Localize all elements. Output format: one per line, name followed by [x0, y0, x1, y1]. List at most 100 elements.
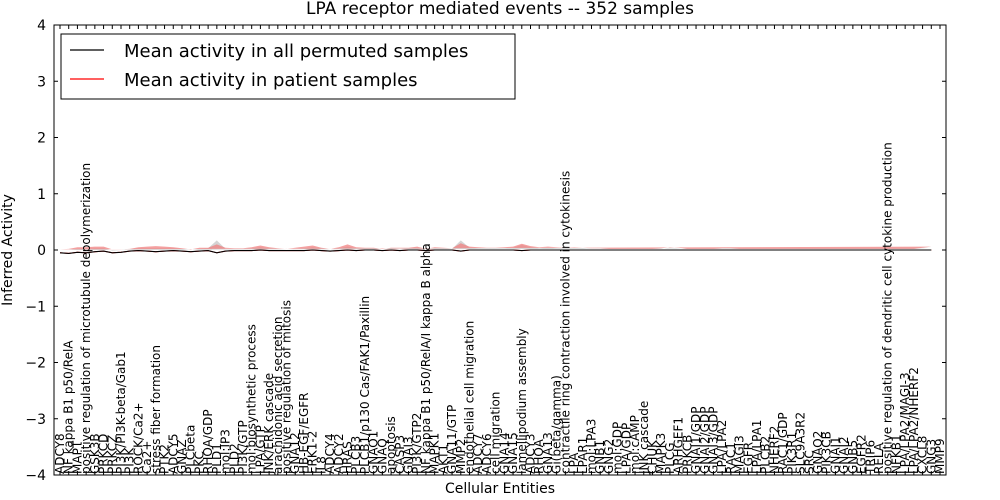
x-entity-label: JNK cascade: [637, 401, 651, 475]
x-entity-label: Ca2+: [140, 441, 154, 474]
x-entity-label: mol:LPA3: [585, 419, 599, 474]
x-entity-label: GNA12: [288, 432, 302, 474]
x-entity-label: LPA/LPA1: [750, 420, 764, 474]
x-entity-label: TRIP6: [863, 440, 877, 475]
x-entity-label: mol:IP3: [219, 429, 233, 474]
x-entity-label: PI3K/GTP2: [410, 413, 424, 474]
permuted-confidence-band: [60, 240, 932, 251]
y-tick-label: 0: [37, 243, 46, 259]
x-axis-label: Cellular Entities: [445, 481, 555, 497]
x-entity-label: GNA11/GTP: [445, 405, 459, 474]
x-entity-label: HRAS: [341, 441, 355, 474]
x-entity-label: PRKCZ: [105, 435, 119, 474]
x-entity-label: MAPT: [70, 440, 84, 474]
x-entity-label: GNAQ: [375, 438, 389, 474]
y-tick-label: 3: [37, 74, 46, 90]
x-entity-label: GNG3: [924, 439, 938, 474]
y-tick-label: 4: [37, 18, 46, 34]
y-tick-label: −1: [25, 299, 46, 315]
x-entity-label: LPA/GDP: [619, 423, 633, 474]
x-entity-label: PLCbeta: [184, 425, 198, 474]
x-entity-label: positive regulation of mitosis: [280, 300, 294, 474]
legend-label-patient: Mean activity in patient samples: [124, 70, 418, 91]
x-entity-label: GNA13: [541, 432, 555, 474]
x-entity-label: LPA/LPA2: [715, 420, 729, 474]
y-axis-label: Inferred Activity: [0, 194, 16, 306]
x-entity-label: apoptosis: [384, 416, 398, 474]
x-entity-label: PTK2: [158, 444, 172, 474]
x-entity-label: RELA: [872, 442, 886, 474]
x-entity-label: LPA/LPA2/MAGI-3: [898, 372, 912, 474]
x-entity-label: PI3K/GTP: [236, 420, 250, 474]
x-entity-label: IL8: [314, 456, 328, 474]
x-entity-label: CXCL8: [916, 436, 930, 474]
x-entity-label: EGFR: [741, 442, 755, 474]
x-entity-label: GNAO1: [367, 431, 381, 474]
x-entity-label: PLCB2: [759, 436, 773, 474]
x-entity-label: HB-EGF/EGFR: [297, 392, 311, 474]
x-entity-label: NF kappa B1 p50/RelA/I kappa B alpha: [419, 243, 433, 474]
x-entity-label: contractile ring contraction involved in…: [558, 171, 572, 474]
x-entity-label: GNAI1/GDP: [689, 406, 703, 473]
x-entity-label: RAC1/GDP: [776, 412, 790, 474]
x-entity-label: PRKCD: [97, 434, 111, 474]
x-entity-label: endothelial cell migration: [463, 321, 477, 474]
x-entity-label: SLC9A3R2: [794, 412, 808, 474]
x-entity-label: GNAZ: [175, 439, 189, 474]
x-entity-label: LPA/LPA2/NHERF2: [907, 367, 921, 474]
x-entity-label: mol:GDP: [611, 422, 625, 474]
x-entity-label: GNAI3/GDP: [707, 407, 721, 474]
x-entity-label: ADCY3: [524, 433, 538, 474]
x-entity-label: ADCY4: [323, 433, 337, 474]
x-entity-label: PI3K/PI3K-beta/Gab1: [114, 351, 128, 474]
x-entity-label: EGFR2: [855, 434, 869, 474]
x-entity-label: PLCG: [663, 442, 677, 474]
x-entity-label: PLD2: [227, 443, 241, 474]
y-tick-label: −2: [25, 356, 46, 372]
x-entity-label: SRC: [802, 450, 816, 474]
permuted-mean-line: [59, 249, 932, 254]
x-entity-label: RHOA: [532, 438, 546, 474]
x-entity-label: RHOA/GDP: [201, 409, 215, 474]
x-entity-label: GSK3B: [88, 433, 102, 474]
x-entity-label: GNB5: [846, 440, 860, 474]
x-entity-label: GNAQ2: [811, 431, 825, 474]
x-entity-label: GNG2: [602, 439, 616, 474]
x-entity-label: GNA14: [497, 432, 511, 474]
x-entity-label: positive regulation of dendritic cell cy…: [881, 142, 895, 474]
x-entity-label: arachidonic acid secretion: [271, 316, 285, 473]
x-entity-label: mol:cAMP: [628, 415, 642, 474]
x-entity-label: AKT1: [436, 444, 450, 474]
x-entity-label: GNAI1: [828, 436, 842, 474]
x-entity-label: PLCB3: [349, 436, 363, 474]
chart-title: LPA receptor mediated events -- 352 samp…: [306, 0, 694, 19]
x-entity-label: ROCK/Ca2+: [131, 402, 145, 474]
x-entity-label: NFKB1: [889, 434, 903, 474]
x-entity-label: ADCY7: [471, 433, 485, 474]
legend: Mean activity in all permuted samples Me…: [60, 33, 516, 100]
x-entity-label: MAPK1: [428, 433, 442, 474]
x-entity-label: Gi(beta/gamma): [550, 375, 564, 474]
x-entity-label: ERK1-2: [306, 431, 320, 474]
x-entity-label: ADCY5: [166, 433, 180, 474]
x-entity-label: CHUK: [646, 439, 660, 474]
x-entity-label: PLD1: [210, 443, 224, 474]
x-entity-label: mol:biosynthetic process: [245, 324, 259, 474]
x-entity-label: stress fiber formation: [149, 345, 163, 474]
x-entity-label: LPA: [567, 452, 581, 474]
x-entity-label: LPA/GTP: [253, 425, 267, 474]
x-entity-label: JNK/ERK cascade: [262, 373, 276, 475]
x-entity-label: cell migration: [489, 392, 503, 474]
x-entity-label: MMP2: [454, 438, 468, 474]
x-entity-label: ADCY2: [332, 433, 346, 474]
x-entity-label: LPAR1: [576, 437, 590, 474]
legend-label-permuted: Mean activity in all permuted samples: [124, 41, 468, 62]
x-entity-label: PIK3CB: [820, 431, 834, 474]
x-entity-label: PI3K: [123, 447, 137, 474]
y-tick-label: 2: [37, 131, 46, 147]
x-entity-label: GNAI2/GDP: [698, 407, 712, 474]
x-entity-label: MAPK3: [654, 433, 668, 474]
